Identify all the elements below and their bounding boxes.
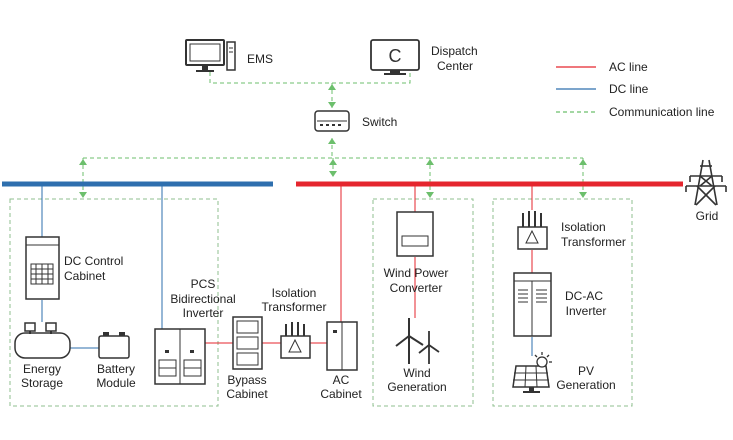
dcac-inverter-icon (513, 272, 552, 337)
switch-label: Switch (362, 115, 397, 129)
iso-right-label-1: Isolation (561, 220, 606, 234)
pv-label-2: Generation (556, 378, 615, 392)
energy-storage-label-1: Energy (23, 362, 61, 376)
dc-control-label-1: DC Control (64, 254, 123, 268)
iso-left-label-1: Isolation (272, 286, 317, 300)
network-switch-icon (314, 110, 350, 132)
wind-converter-label-2: Converter (390, 281, 443, 295)
dcac-label-1: DC-AC (565, 289, 603, 303)
bypass-label-2: Cabinet (226, 387, 268, 401)
legend-dc-label: DC line (609, 82, 649, 96)
wind-turbine-icon (395, 318, 440, 364)
pcs-inverter-icon (154, 328, 206, 385)
wind-zone (372, 198, 474, 407)
iso-right-label-2: Transformer (561, 235, 626, 249)
battery-module-label-2: Module (96, 376, 136, 390)
ems-label: EMS (247, 52, 273, 66)
dc-control-cabinet-icon (25, 236, 60, 300)
pv-label-1: PV (578, 364, 594, 378)
isolation-transformer-left-icon (280, 322, 311, 359)
wind-power-converter-icon (396, 211, 434, 257)
battery-module-label-1: Battery (97, 362, 135, 376)
communication-arrowheads (79, 84, 587, 198)
ems-monitor-icon (185, 39, 236, 72)
ac-lines (205, 184, 533, 344)
legend: AC line DC line Communication line (556, 60, 715, 119)
pv-zone (492, 198, 633, 407)
storage-zone (9, 198, 219, 407)
bypass-label-1: Bypass (227, 373, 266, 387)
communication-lines (82, 72, 584, 200)
dcac-label-2: Inverter (566, 304, 607, 318)
wind-generation-label-1: Wind (403, 366, 430, 380)
grid-label: Grid (696, 209, 719, 223)
ac-cabinet-label-2: Cabinet (320, 387, 362, 401)
ac-cabinet-label-1: AC (333, 373, 350, 387)
iso-left-label-2: Transformer (262, 300, 327, 314)
dc-lines (41, 184, 533, 356)
dc-control-label-2: Cabinet (64, 269, 106, 283)
pcs-label-1: PCS (191, 277, 216, 291)
dispatch-monitor-icon: C (370, 39, 420, 75)
dispatch-label-2: Center (437, 59, 473, 73)
svg-text:C: C (389, 46, 402, 66)
pcs-label-3: Inverter (183, 306, 224, 320)
dispatch-label-1: Dispatch (431, 44, 478, 58)
solar-panel-icon (512, 365, 550, 393)
energy-storage-icon (14, 322, 71, 359)
wind-converter-label-1: Wind Power (384, 266, 449, 280)
sun-icon (534, 352, 552, 368)
legend-comm-label: Communication line (609, 105, 715, 119)
pcs-label-2: Bidirectional (170, 292, 235, 306)
legend-ac-label: AC line (609, 60, 648, 74)
bypass-cabinet-icon (232, 316, 263, 370)
battery-module-icon (98, 332, 130, 359)
transmission-tower-icon (685, 159, 727, 206)
ac-cabinet-icon (326, 321, 358, 371)
energy-storage-label-2: Storage (21, 376, 63, 390)
wind-generation-label-2: Generation (387, 380, 446, 394)
isolation-transformer-right-icon (517, 211, 548, 250)
